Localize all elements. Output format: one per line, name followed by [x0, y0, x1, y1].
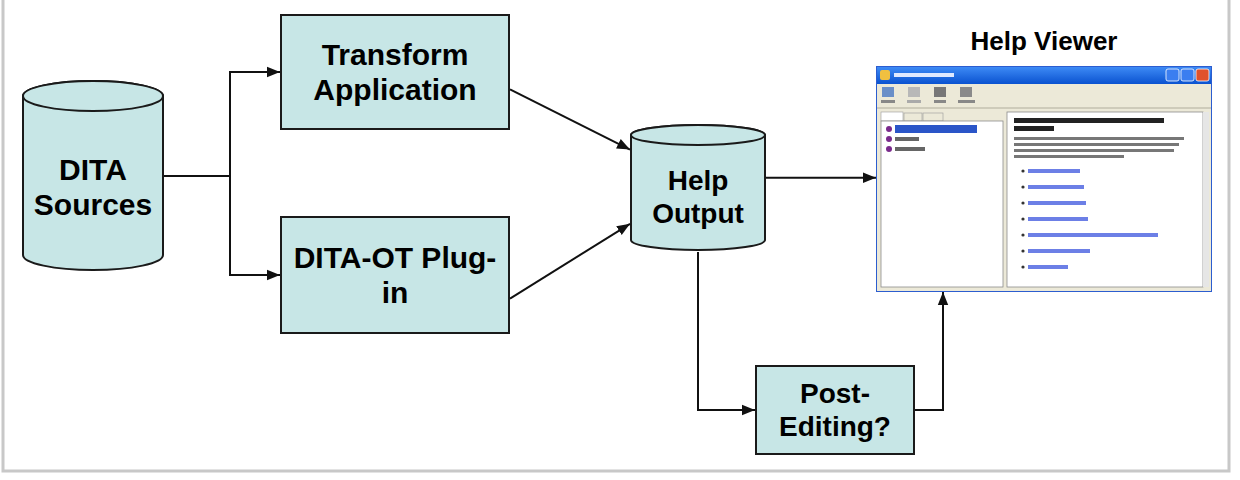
cylinder-cap	[631, 125, 765, 145]
tree-icon	[886, 126, 892, 132]
bullet	[1021, 265, 1024, 268]
link-bar	[1028, 233, 1158, 237]
flow-arrow	[915, 292, 943, 410]
node-label: Post-Editing?	[757, 377, 913, 443]
toolbar-label	[881, 100, 895, 103]
viewer-node: Help Viewer	[876, 26, 1212, 292]
bullet	[1021, 185, 1024, 188]
tree-item	[895, 147, 925, 151]
bullet	[1021, 217, 1024, 220]
help-viewer-screenshot	[876, 66, 1212, 292]
tree-item-selected	[895, 125, 977, 133]
node-label: DITA-OT Plug-in	[282, 240, 508, 311]
toolbar-icon	[934, 87, 946, 97]
body-text-bar	[1014, 143, 1179, 146]
cylinder-body	[23, 81, 163, 270]
node-heading: Help Viewer	[971, 26, 1118, 57]
window-chrome	[877, 67, 1212, 292]
bullet	[1021, 233, 1024, 236]
flow-arrow	[766, 177, 876, 179]
cylinder-cap	[23, 81, 163, 111]
toolbar-label	[934, 100, 946, 103]
data-store-cylinder: Help Output	[630, 124, 766, 252]
toolbar-label	[958, 100, 975, 103]
scrollbar	[1203, 112, 1209, 287]
toolbar-icon	[908, 87, 920, 97]
flow-arrow	[164, 72, 280, 176]
tree-panel	[881, 121, 1003, 287]
bullet	[1021, 169, 1024, 172]
title-bar	[877, 67, 1211, 84]
flow-arrow	[510, 224, 630, 299]
body-text-bar	[1014, 137, 1184, 140]
body-text-bar	[1014, 155, 1124, 158]
flow-arrow	[164, 176, 280, 275]
topic-heading-bar	[1014, 118, 1164, 123]
navigation-pane	[881, 112, 1003, 287]
bullet	[1021, 249, 1024, 252]
toolbar-icon	[882, 87, 894, 97]
window-frame	[877, 67, 1212, 292]
pane-tab	[904, 113, 922, 121]
close-button	[1196, 69, 1209, 81]
node-label: Help Output	[630, 164, 766, 230]
node-label: DITA Sources	[22, 152, 164, 223]
topic-heading-bar	[1014, 126, 1054, 131]
app-icon	[880, 70, 890, 80]
process-box: Post-Editing?	[755, 365, 915, 455]
link-bar	[1028, 185, 1084, 189]
toolbar-icon	[960, 87, 972, 97]
data-store-cylinder: DITA Sources	[22, 80, 164, 272]
link-bar	[1028, 265, 1068, 269]
toolbar	[877, 87, 1211, 108]
link-bar	[1028, 249, 1090, 253]
toolbar-label	[907, 100, 921, 103]
title-text-bar	[894, 73, 954, 77]
minimize-button	[1166, 69, 1179, 81]
topic-panel	[1007, 112, 1203, 287]
toolbar-divider	[877, 108, 1211, 109]
link-bar	[1028, 169, 1080, 173]
bullet	[1021, 201, 1024, 204]
content-pane	[1007, 112, 1209, 287]
process-box: Transform Application	[280, 14, 510, 130]
cylinder-body	[631, 125, 765, 250]
node-label: Transform Application	[282, 37, 508, 108]
pane-tab	[923, 113, 943, 121]
flow-arrow	[698, 252, 755, 410]
tree-icon	[886, 136, 892, 142]
flow-arrow	[510, 89, 630, 149]
process-box: DITA-OT Plug-in	[280, 216, 510, 334]
maximize-button	[1181, 69, 1194, 81]
link-bar	[1028, 201, 1086, 205]
frame-line	[3, 0, 1229, 471]
pane-tab	[881, 112, 903, 121]
tree-item	[895, 137, 919, 141]
link-bar	[1028, 217, 1088, 221]
body-text-bar	[1014, 149, 1174, 152]
tree-icon	[886, 146, 892, 152]
